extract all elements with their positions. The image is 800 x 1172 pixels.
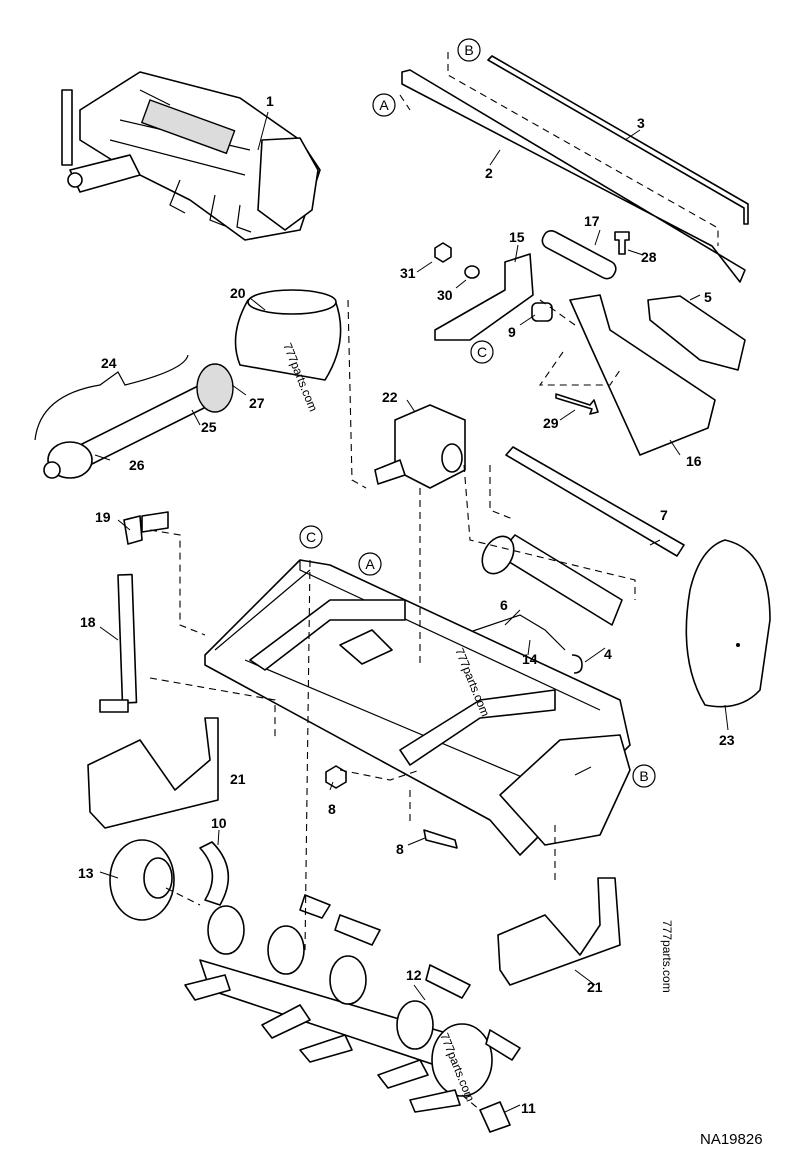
shaft-7 <box>505 446 685 557</box>
ref-a-top: A <box>372 93 396 117</box>
callout-21-left: 21 <box>230 771 246 787</box>
rotor-12 <box>184 894 521 1113</box>
callout-9: 9 <box>508 324 516 340</box>
washer-30 <box>464 265 480 279</box>
ref-a-frame: A <box>358 552 382 576</box>
clevis-4 <box>571 654 583 674</box>
jack-18 <box>117 573 138 704</box>
callout-5: 5 <box>704 289 712 305</box>
tine-10 <box>199 841 230 906</box>
figure-code: NA19826 <box>700 1131 763 1148</box>
tube-6 <box>497 534 623 626</box>
ref-a-top-text: A <box>379 97 389 113</box>
cover-bar <box>401 69 746 283</box>
callout-1: 1 <box>266 93 274 109</box>
ref-c-top-text: C <box>477 344 487 360</box>
callout-23: 23 <box>719 732 735 748</box>
callout-14: 14 <box>522 651 538 667</box>
tiller-frame <box>204 559 631 856</box>
ref-b-frame-text: B <box>639 768 648 784</box>
ref-c-top: C <box>470 340 494 364</box>
skid-21-right <box>497 877 621 986</box>
callout-4: 4 <box>604 646 612 662</box>
callout-30: 30 <box>437 287 453 303</box>
callout-15: 15 <box>509 229 525 245</box>
callout-3: 3 <box>637 115 645 131</box>
bracket-24 <box>34 354 189 441</box>
callout-20: 20 <box>230 285 246 301</box>
callout-24: 24 <box>101 355 117 371</box>
callout-10: 10 <box>211 815 227 831</box>
callout-18: 18 <box>80 614 96 630</box>
callout-26: 26 <box>129 457 145 473</box>
callout-12: 12 <box>406 967 422 983</box>
bolt-28 <box>614 231 630 255</box>
callout-31: 31 <box>400 265 416 281</box>
nut-31 <box>434 242 452 263</box>
watermark-3: 777parts.com <box>660 920 674 993</box>
callout-25: 25 <box>201 419 217 435</box>
plate-16 <box>569 294 716 456</box>
callout-27: 27 <box>249 395 265 411</box>
ref-b-top-text: B <box>464 42 473 58</box>
ref-b-frame: B <box>632 764 656 788</box>
pin-8 <box>423 829 458 849</box>
chain-14 <box>469 614 566 651</box>
callout-28: 28 <box>641 249 657 265</box>
callout-7: 7 <box>660 507 668 523</box>
callout-2: 2 <box>485 165 493 181</box>
clip-11 <box>479 1101 511 1133</box>
ref-b-top: B <box>457 38 481 62</box>
callout-16: 16 <box>686 453 702 469</box>
ref-c-frame-text: C <box>306 529 316 545</box>
gear-case-23 <box>685 539 771 708</box>
callout-8-pin: 8 <box>396 841 404 857</box>
guard-5 <box>647 295 746 371</box>
skid-21-left <box>87 717 219 829</box>
ref-a-frame-text: A <box>365 556 375 572</box>
callout-29: 29 <box>543 415 559 431</box>
tiller-assembly <box>61 71 321 241</box>
callout-21-right: 21 <box>587 979 603 995</box>
leader-lines <box>94 111 729 1113</box>
callout-8-nut: 8 <box>328 801 336 817</box>
callout-labels: 1 2 3 4 5 6 7 8 8 9 10 11 12 13 14 15 16… <box>78 93 735 1116</box>
rod <box>487 55 749 225</box>
callout-11: 11 <box>521 1100 536 1116</box>
pto-shaft <box>43 363 234 479</box>
callout-13: 13 <box>78 865 94 881</box>
spacer-9 <box>531 302 553 322</box>
shield-20 <box>234 299 342 381</box>
jack-base <box>99 699 129 713</box>
callout-17: 17 <box>584 213 600 229</box>
nut-8 <box>325 765 347 789</box>
sleeve-17 <box>541 230 617 280</box>
callout-6: 6 <box>500 597 508 613</box>
callout-19: 19 <box>95 509 111 525</box>
callout-22: 22 <box>382 389 398 405</box>
jack-mount-19 <box>123 511 169 545</box>
ref-c-frame: C <box>299 525 323 549</box>
bracket-15 <box>434 253 534 341</box>
bolt-29 <box>555 393 599 415</box>
